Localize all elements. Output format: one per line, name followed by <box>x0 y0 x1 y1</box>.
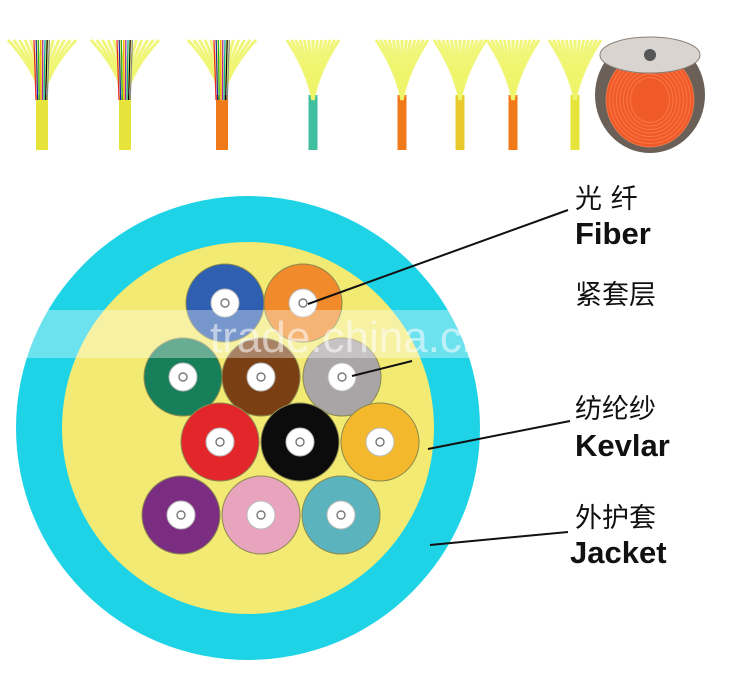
fiber-core <box>176 510 186 520</box>
fiber-strand <box>37 39 40 101</box>
labels: 光 纤 Fiber 紧套层 纺纶纱 Kevlar 外护套 Jacket <box>570 184 670 570</box>
fiber-core <box>220 298 230 308</box>
tube-brown <box>221 337 301 417</box>
fiber-strand <box>120 39 123 101</box>
aramid-yarn <box>40 38 78 101</box>
reel-turn <box>626 73 674 127</box>
aramid-yarn <box>220 38 258 101</box>
cable-jacket <box>508 95 518 150</box>
watermark-text: trade.china.cn <box>210 313 486 362</box>
cable-photo-strip <box>6 36 705 153</box>
aramid-yarn <box>573 39 603 101</box>
aramid-yarn <box>458 39 488 101</box>
kevlar-label-cn: 纺纶纱 <box>575 394 656 425</box>
fiber-strand <box>217 39 220 101</box>
fiber-cable-photo-8 <box>547 39 603 150</box>
fiber-leader-line <box>307 209 569 305</box>
tube-orange <box>263 263 343 343</box>
jacket-leader-line <box>429 531 569 546</box>
reel-turn <box>630 77 670 123</box>
kevlar-leader-line <box>427 420 571 450</box>
cable-jacket <box>397 95 407 150</box>
fiber-strand <box>35 39 39 101</box>
fiber-strand <box>46 39 50 101</box>
fiber-strand <box>129 39 133 101</box>
fiber-cable-photo-6 <box>432 39 488 150</box>
tube-green <box>143 337 223 417</box>
fiber-core <box>295 437 305 447</box>
fiber-cable-photo-4 <box>285 39 341 150</box>
fiber-core <box>298 298 308 308</box>
fiber-core <box>215 437 225 447</box>
fiber-core <box>336 510 346 520</box>
cable-reel-photo-9 <box>595 36 705 153</box>
watermark-band: trade.china.cn <box>0 310 730 362</box>
fiber-cable-photo-2 <box>89 38 161 150</box>
fiber-strand <box>43 39 46 101</box>
fiber-strand <box>213 39 217 101</box>
fiber-cable-photo-3 <box>186 38 258 150</box>
buffer-label-cn: 紧套层 <box>575 280 656 311</box>
tight-buffer-tubes <box>141 263 420 555</box>
aramid-yarn <box>311 39 341 101</box>
tube-gray <box>302 337 382 417</box>
buffer-leader-line <box>351 360 413 377</box>
tube-red <box>180 402 260 482</box>
tube-blue <box>185 263 265 343</box>
cable-jacket <box>308 95 318 150</box>
fiber-core <box>256 372 266 382</box>
fiber-strand <box>116 39 120 101</box>
tube-violet <box>141 475 221 555</box>
fiber-strand <box>225 39 228 101</box>
cable-jacket <box>36 95 48 150</box>
reel-hub <box>644 49 656 61</box>
fiber-cable-photo-1 <box>6 38 78 150</box>
fiber-strand <box>126 39 129 101</box>
aramid-yarn <box>511 39 541 101</box>
fiber-strand <box>118 39 122 101</box>
tube-aqua <box>301 475 381 555</box>
cable-jacket <box>455 95 465 150</box>
tube-yellow <box>340 402 420 482</box>
tube-black <box>260 402 340 482</box>
fiber-core <box>337 372 347 382</box>
cable-jacket <box>119 95 131 150</box>
fiber-strand <box>45 39 48 101</box>
fiber-label-en: Fiber <box>575 216 651 251</box>
fiber-strand <box>128 39 131 101</box>
cable-jacket <box>570 95 580 150</box>
kevlar-label-en: Kevlar <box>575 428 670 463</box>
cable-jacket <box>216 95 228 150</box>
fiber-cable-photo-5 <box>374 39 430 150</box>
aramid-yarn <box>400 39 430 101</box>
fiber-core <box>375 437 385 447</box>
fiber-core <box>178 372 188 382</box>
fiber-label-cn: 光 纤 <box>575 184 638 215</box>
leader-lines <box>307 209 571 546</box>
fiber-core <box>256 510 266 520</box>
tube-rose <box>221 475 301 555</box>
jacket-label-cn: 外护套 <box>575 503 656 534</box>
reel-winding <box>606 53 694 147</box>
fiber-cable-photo-7 <box>485 39 541 150</box>
aramid-yarn <box>123 38 161 101</box>
jacket-label-en: Jacket <box>570 535 667 570</box>
fiber-strand <box>33 39 37 101</box>
fiber-strand <box>223 39 226 101</box>
cable-cross-section <box>16 196 480 660</box>
fiber-strand <box>215 39 219 101</box>
fiber-strand <box>226 39 230 101</box>
